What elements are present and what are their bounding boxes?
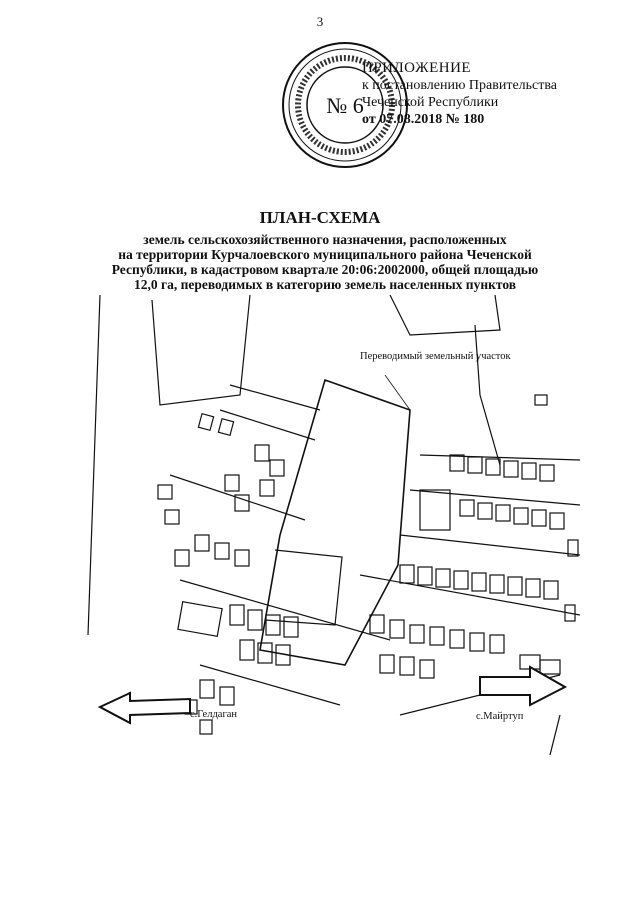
appendix-line-1: к постановлению Правительства	[362, 78, 558, 93]
subtitle-line-2: на территории Курчалоевского муниципальн…	[118, 247, 532, 262]
geldagan-village-label: с.Гелдаган	[190, 709, 238, 720]
east-direction-arrow-icon	[479, 665, 568, 707]
subtitle-line-4: 12,0 га, переводимых в категорию земель …	[133, 277, 517, 292]
appendix-date: от 07.08.2018 № 180	[362, 112, 485, 127]
appendix-header: ПРИЛОЖЕНИЕ к постановлению Правительства…	[362, 60, 632, 128]
transferred-parcel-label: Переводимый земельный участок	[360, 351, 511, 362]
plan-scheme-map	[87, 295, 580, 755]
seal-stamp-icon: № 6	[282, 42, 408, 168]
mairtup-village-label: с.Майртуп	[476, 711, 524, 722]
west-direction-arrow-icon	[97, 691, 191, 725]
appendix-line-2: Чеченской Республики	[362, 95, 499, 110]
document-subtitle: земель сельскохозяйственного назначения,…	[80, 232, 570, 292]
subtitle-line-3: Республики, в кадастровом квартале 20:06…	[111, 262, 539, 277]
page-number: 3	[316, 14, 324, 29]
document-title: ПЛАН-СХЕМА	[259, 208, 381, 227]
appendix-title: ПРИЛОЖЕНИЕ	[362, 60, 472, 76]
seal-number: № 6	[326, 93, 364, 118]
subtitle-line-1: земель сельскохозяйственного назначения,…	[143, 232, 507, 247]
